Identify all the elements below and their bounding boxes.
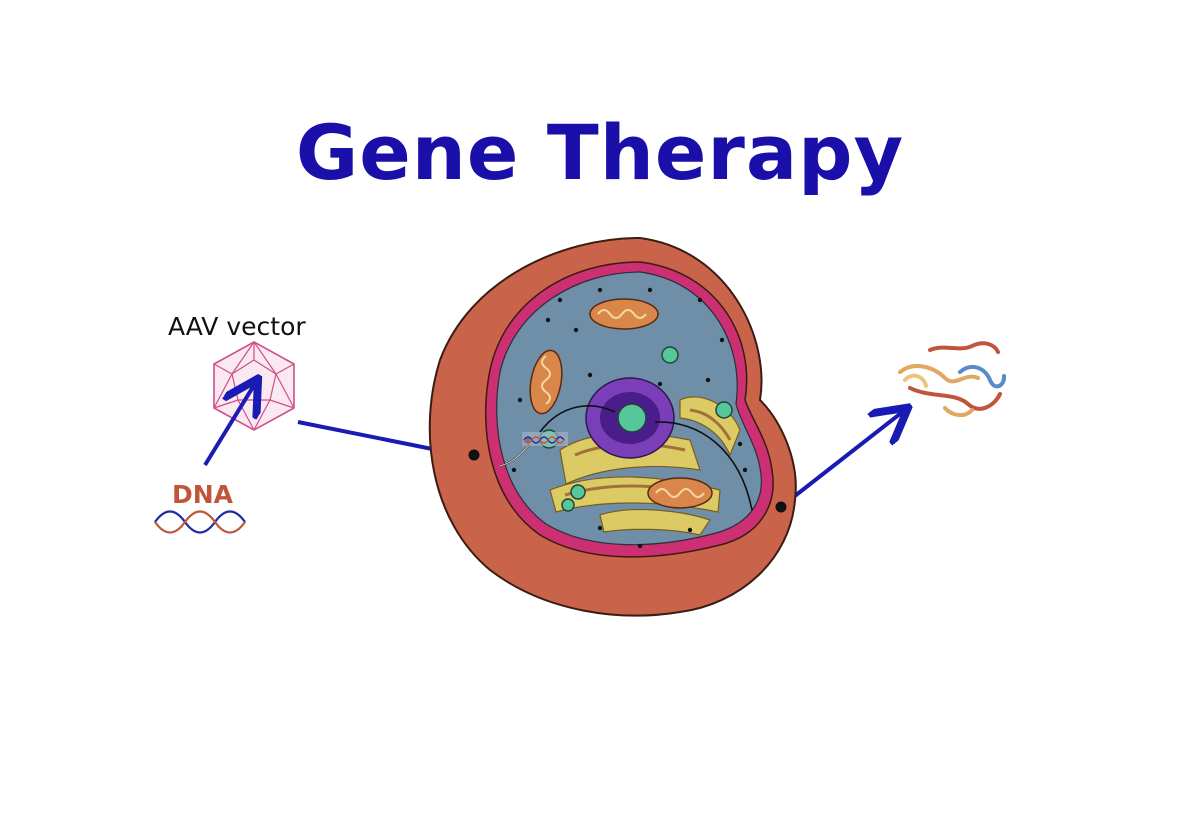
dna-helix-icon: [154, 510, 246, 534]
nucleus: [585, 377, 675, 459]
arrow-dna-to-vector: [203, 382, 256, 467]
dna-label: DNA: [172, 480, 234, 509]
page-title: Gene Therapy: [295, 108, 905, 197]
arrow-cell-to-protein: [780, 410, 905, 508]
mitochondria: [529, 298, 713, 509]
protein-icon: [898, 341, 1007, 417]
aav-vector-label: AAV vector: [168, 312, 306, 341]
cell-icon: [428, 236, 797, 617]
